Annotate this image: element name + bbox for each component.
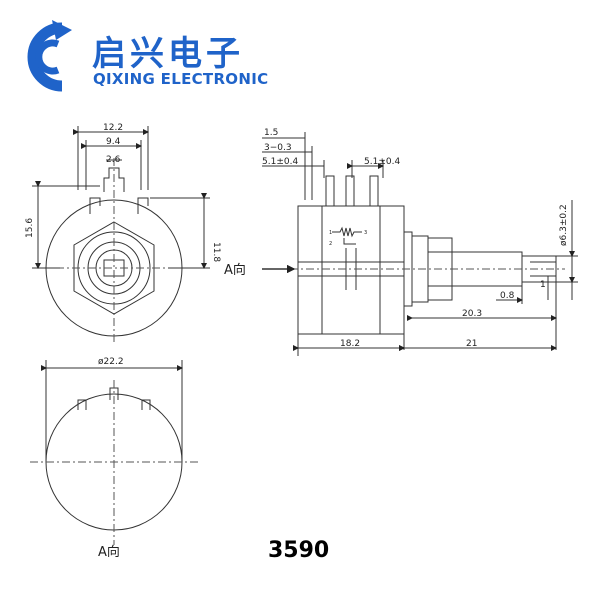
c-circle-arrow-logo-icon	[27, 20, 72, 92]
brand-header: 启兴电子 QIXING ELECTRONIC	[0, 0, 600, 110]
dim-5-1-left: 5.1±0.4	[262, 157, 298, 167]
dim-3-minus-0-3: 3−0.3	[264, 143, 292, 153]
brand-name-cn: 启兴电子	[92, 34, 244, 74]
dim-1: 1	[540, 280, 546, 290]
dim-slot: 2.6	[106, 155, 121, 165]
bottom-view-direction-label: A向	[98, 544, 120, 560]
dim-diameter: ø22.2	[98, 357, 124, 367]
dim-height-right: 11.8	[211, 242, 221, 262]
dim-top-outer: 12.2	[103, 123, 123, 133]
bottom-view	[30, 360, 200, 545]
dim-18-2: 18.2	[340, 339, 360, 349]
front-view	[32, 126, 210, 345]
side-view	[262, 132, 578, 356]
model-number: 3590	[268, 538, 330, 563]
dim-20-3: 20.3	[462, 309, 482, 319]
dim-5-1-right: 5.1±0.4	[364, 157, 400, 167]
schematic-pin-3: 3	[364, 230, 367, 236]
dim-shaft-diameter: ø6.3±0.2	[559, 204, 569, 246]
schematic-pin-1: 1	[329, 230, 332, 236]
schematic-pin-2: 2	[329, 241, 332, 247]
dim-height-left: 15.6	[25, 218, 35, 238]
side-view-direction-label: A向	[224, 262, 246, 278]
brand-name-en: QIXING ELECTRONIC	[93, 70, 269, 88]
dim-1-5: 1.5	[264, 128, 278, 138]
dim-21: 21	[466, 339, 477, 349]
dim-top-inner: 9.4	[106, 137, 121, 147]
dim-0-8: 0.8	[500, 291, 515, 301]
